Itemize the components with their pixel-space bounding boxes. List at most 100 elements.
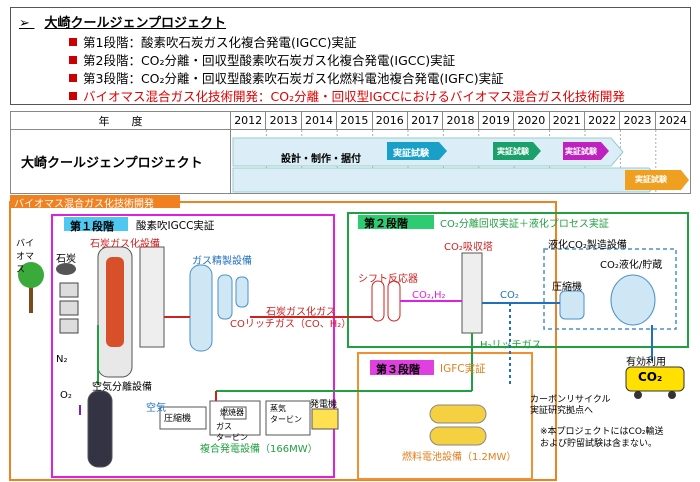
steam-turbine-box [265, 400, 311, 436]
liquefaction-label: 液化CO₂製造設備 [548, 240, 627, 251]
bullet-square-icon [69, 92, 77, 100]
year-cell: 2024 [654, 111, 692, 130]
co2-absorber-label: CO₂吸収塔 [444, 242, 493, 253]
co2-liq-label: CO₂液化/貯蔵 [600, 260, 663, 271]
compressor-label: 圧縮機 [164, 414, 192, 424]
year-cell: 2019 [477, 111, 515, 130]
gantt-svg [232, 130, 689, 194]
year-cell: 2017 [406, 111, 444, 130]
hopper-3 [59, 318, 79, 334]
stage1-frame [51, 214, 335, 478]
hopper-2 [59, 300, 79, 316]
bullet-square-icon [69, 56, 77, 64]
stage1-title: 酸素吹IGCC実証 [136, 220, 215, 232]
process-diagram [9, 195, 689, 481]
year-cell: 2018 [442, 111, 479, 130]
gasifier-flame [106, 257, 124, 347]
fuel-cell-1 [429, 404, 487, 424]
stage3-tag: 第３段階 [376, 363, 420, 376]
bullet-arrow-icon: ➢ [19, 16, 30, 31]
stage2-title: CO₂分離回収実証＋液化プロセス実証 [440, 219, 609, 230]
biomass-frame [9, 201, 557, 481]
carbon-recycle-label-1: カーボンリサイクル [530, 395, 611, 405]
test-label-1: 実証試験 [393, 149, 430, 159]
gas-turbine-label: ガス タービン [216, 422, 248, 442]
design-label: 設計・制作・据付 [281, 154, 361, 165]
co2-absorber-tower [461, 252, 483, 334]
hopper-1 [59, 282, 79, 298]
coal-icon [56, 263, 76, 275]
co2-h2-label: CO₂,H₂ [412, 290, 446, 301]
stage2-frame [347, 212, 689, 348]
generator-icon [311, 408, 339, 430]
coal-label: 石炭 [56, 254, 76, 265]
year-cell: 2022 [583, 111, 621, 130]
shift-reactor-2 [387, 280, 401, 322]
test-arrow-3 [563, 142, 609, 160]
stage3-tag-bg [370, 360, 434, 375]
co2-label: CO₂ [500, 290, 519, 301]
refine-tower-3 [235, 276, 249, 308]
gasifier-label: 石炭ガス化設備 [90, 239, 160, 250]
year-cell: 2014 [300, 111, 338, 130]
header-box: ➢ 大崎クールジェンプロジェクト 第1段階：酸素吹石炭ガス化複合発電(IGCC)… [10, 7, 691, 105]
compressor-top-icon [559, 290, 585, 320]
bullet-square-icon [69, 38, 77, 46]
fuel-cell-label: 燃料電池設備（1.2MW） [402, 452, 517, 463]
stage3-title: IGFC実証 [440, 363, 486, 375]
fuel-cell-2 [429, 426, 487, 446]
o2-label: O₂ [60, 390, 72, 401]
bullet-square-icon [69, 74, 77, 82]
year-cell: 2016 [371, 111, 408, 130]
h2-rich-label: H₂リッチガス [480, 340, 542, 351]
project-row-label: 大崎クールジェンプロジェクト [10, 129, 231, 194]
test-arrow-2 [493, 142, 541, 160]
tree-trunk [29, 285, 33, 313]
steam-turbine-label: 蒸気 タービン [270, 404, 302, 424]
note-line-1: ※本プロジェクトにはCO₂輸送 [540, 427, 664, 437]
n2-label: N₂ [56, 354, 68, 365]
year-cell: 2012 [229, 111, 267, 130]
air-sep-label: 空気分離設備 [92, 382, 152, 393]
co-rich-label: COリッチガス（CO、H₂） [230, 319, 352, 330]
biomass-line: バイオマス混合ガス化技術開発：CO₂分離・回収型IGCCにおけるバイオマス混合ガ… [69, 86, 625, 105]
shift-reactor-1 [371, 280, 385, 322]
compressor-top-label: 圧縮機 [552, 282, 582, 293]
liquefaction-frame [543, 248, 677, 330]
coal-gas-label: 石炭ガス化ガス [266, 307, 336, 318]
year-cell: 2023 [619, 111, 656, 130]
test-arrow-1 [387, 142, 447, 160]
generator-label: 発電機 [310, 400, 338, 410]
year-header-label: 年 度 [10, 111, 231, 130]
stage1-tag: 第１段階 [70, 220, 114, 233]
shift-label: シフト反応器 [358, 274, 418, 285]
stage2-tag: 第２段階 [364, 217, 408, 230]
gasifier-cooler [139, 246, 165, 348]
gas-refine-label: ガス精製設備 [192, 256, 252, 267]
air-sep-unit [87, 390, 113, 468]
truck-wheel [634, 391, 642, 399]
stage2-line: 第2段階：CO₂分離・回収型酸素吹石炭ガス化複合発電(IGCC)実証 [69, 50, 455, 69]
test-arrow-4 [625, 170, 689, 190]
design-bar-2 [232, 167, 662, 193]
biomass-label: バイオマス [16, 239, 35, 275]
co2-truck-icon [625, 366, 685, 392]
stage3-line: 第3段階：CO₂分離・回収型酸素吹石炭ガス化燃料電池複合発電(IGFC)実証 [69, 68, 504, 87]
stage1-tag-bg [64, 217, 128, 231]
note-line-2: および貯留試験は含まない。 [540, 439, 658, 449]
air-label: 空気 [146, 403, 166, 414]
year-cell: 2013 [265, 111, 302, 130]
stage1-line: 第1段階：酸素吹石炭ガス化複合発電(IGCC)実証 [69, 32, 357, 51]
stage2-tag-bg [358, 215, 434, 229]
co2-storage-tank [610, 274, 656, 326]
year-header-row: 年 度 2012 2013 2014 2015 2016 2017 2018 2… [10, 111, 692, 130]
project-title: ➢ 大崎クールジェンプロジェクト [19, 16, 227, 31]
test-label-2: 実証試験 [497, 147, 529, 156]
carbon-recycle-label-2: 実証研究拠点へ [530, 406, 594, 416]
truck-co2-label: CO₂ [638, 370, 663, 384]
stage3-frame [357, 352, 533, 480]
year-cell: 2020 [513, 111, 550, 130]
refine-tower-2 [217, 274, 233, 320]
biomass-banner-bg [10, 195, 180, 208]
combustor-label: 燃焼器 [220, 408, 244, 417]
